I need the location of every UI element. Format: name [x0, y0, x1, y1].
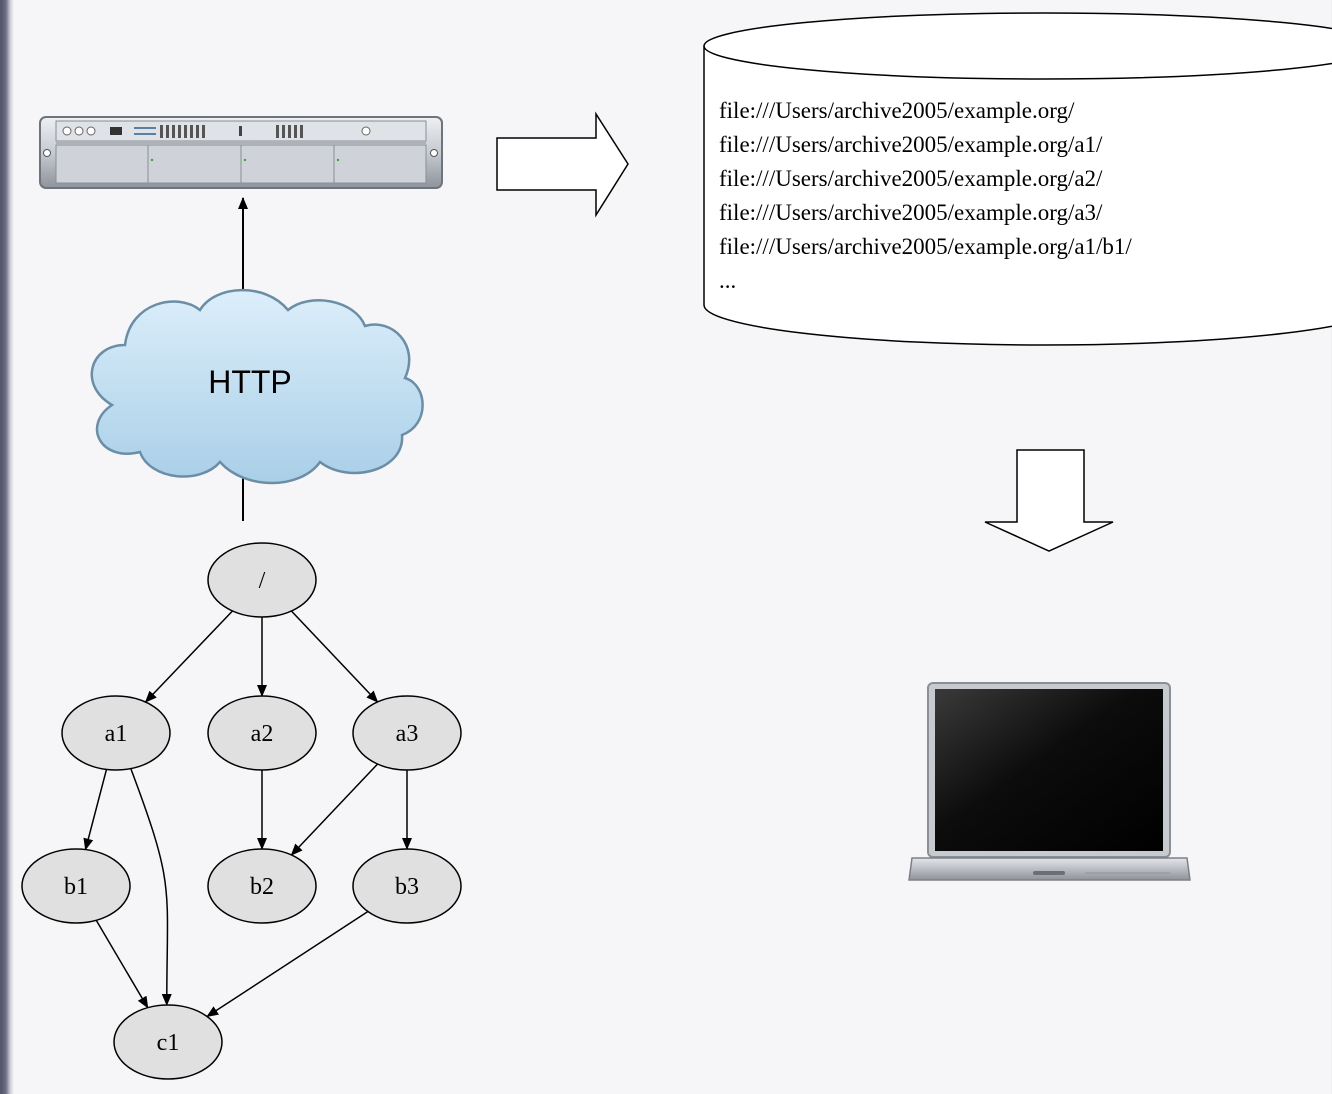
archive-line: file:///Users/archive2005/example.org/a2… [719, 166, 1103, 191]
graph-node-b1: b1 [21, 848, 131, 924]
archive-line: file:///Users/archive2005/example.org/a1… [719, 234, 1132, 259]
graph-edge-root-a1 [144, 610, 233, 703]
graph-node-label: / [259, 568, 266, 594]
graph-node-label: b1 [64, 874, 88, 900]
graph-edge-a3-b2 [290, 763, 379, 856]
graph-node-a1: a1 [61, 695, 171, 771]
graph-nodes: / a1 a2 a3 b1 b2 b3 c1 [21, 542, 462, 1080]
graph-edge-a1-b1 [83, 769, 108, 851]
graph-edges [83, 610, 412, 1018]
laptop-icon [908, 682, 1191, 881]
server-icon [39, 116, 443, 189]
graph-node-c1: c1 [113, 1004, 223, 1080]
graph-node-b3: b3 [352, 848, 462, 924]
graph-node-a3: a3 [352, 695, 462, 771]
graph-node-b2: b2 [207, 848, 317, 924]
graph-node-label: a2 [251, 721, 274, 747]
graph-edge-a1-c1 [130, 768, 172, 1007]
graph-node-shape [207, 848, 317, 924]
graph-node-shape [21, 848, 131, 924]
down-arrow-icon [984, 449, 1114, 552]
graph-node-label: a3 [396, 721, 419, 747]
graph-edge-root-a3 [290, 610, 379, 703]
graph-node-label: b3 [395, 874, 419, 900]
graph-node-shape [207, 695, 317, 771]
graph-node-label: a1 [105, 721, 128, 747]
archive-line: file:///Users/archive2005/example.org/a1… [719, 132, 1103, 157]
archive-line: ... [719, 268, 736, 293]
right-arrow-icon [496, 111, 629, 218]
graph-node-label: b2 [250, 874, 274, 900]
graph-node-shape [352, 848, 462, 924]
graph-node-shape [207, 542, 317, 618]
cloud-label: HTTP [208, 364, 292, 400]
archive-cylinder: file:///Users/archive2005/example.org/ f… [703, 12, 1332, 346]
graph-node-label: c1 [157, 1030, 180, 1056]
http-cloud-icon: HTTP [90, 288, 424, 485]
graph-node-root: / [207, 542, 317, 618]
graph-node-a2: a2 [207, 695, 317, 771]
archive-line: file:///Users/archive2005/example.org/a3… [719, 200, 1103, 225]
graph-edge-b1-c1 [95, 919, 149, 1009]
graph-node-shape [113, 1004, 223, 1080]
archive-line: file:///Users/archive2005/example.org/ [719, 98, 1075, 123]
graph-node-shape [352, 695, 462, 771]
graph-edge-b3-c1 [206, 910, 369, 1018]
graph-node-shape [61, 695, 171, 771]
